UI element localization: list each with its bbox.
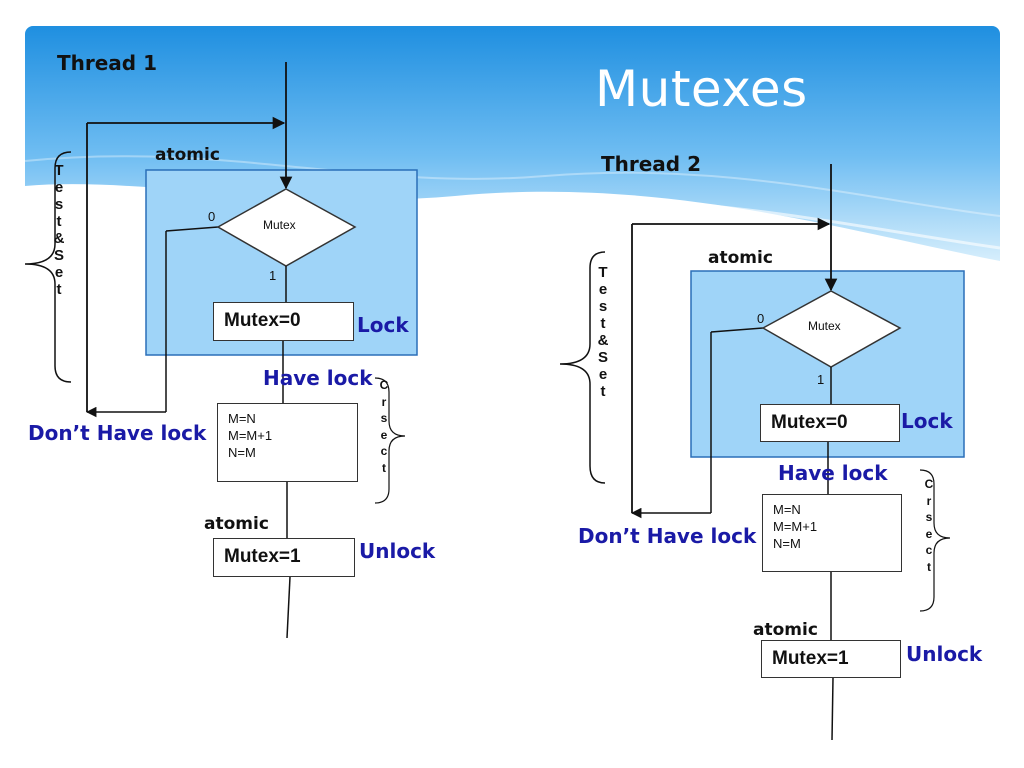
thread2-test-set-letter: e <box>598 366 608 383</box>
thread2-critical-section-letter: s <box>925 510 933 524</box>
thread1-critical-section-letter: e <box>380 427 388 442</box>
thread2-critical-section-brace <box>919 469 951 612</box>
thread2-test-set-brace <box>559 251 606 484</box>
thread1-test-set-label: T e s t & S e t <box>52 162 66 298</box>
thread1-code-line: M=M+1 <box>228 428 273 443</box>
thread2-test-set-letter: & <box>597 332 609 349</box>
sky-background <box>25 26 1000 261</box>
thread1-unlock-box-text: Mutex=1 <box>224 546 301 567</box>
thread1-test-set-letter: e <box>54 264 64 281</box>
thread1-decision-label: Mutex <box>263 218 296 232</box>
thread1-unlock-box: Mutex=1 <box>213 538 355 577</box>
slide-title: Mutexes <box>595 60 808 118</box>
thread1-test-set-brace <box>25 151 72 383</box>
thread2-critical-section-box: M=N M=M+1 N=M <box>762 494 902 572</box>
thread2-unlock-label: Unlock <box>906 642 983 666</box>
thread2-code-line: M=N <box>773 502 801 517</box>
thread2-decision-label: Mutex <box>808 319 841 333</box>
thread2-critical-section-label: C r s e c t <box>923 476 935 575</box>
thread2-unlock-box-text: Mutex=1 <box>772 648 849 669</box>
thread2-test-set-letter: e <box>598 281 608 298</box>
thread1-critical-section-letter: r <box>381 394 387 409</box>
thread2-unlock-box: Mutex=1 <box>761 640 901 678</box>
thread1-code-line: M=N <box>228 411 256 426</box>
thread2-exit-line <box>831 677 834 740</box>
thread1-branch-zero-label: 0 <box>208 209 216 224</box>
thread2-critical-section-letter: r <box>926 493 932 508</box>
thread1-lock-label: Lock <box>357 313 409 337</box>
thread2-zero-branch-horizontal <box>710 327 764 333</box>
thread2-code-line: N=M <box>773 536 801 551</box>
thread1-lock-box: Mutex=0 <box>213 302 354 341</box>
thread1-critical-section-letter: t <box>382 460 386 475</box>
thread1-critical-section-letter: s <box>380 411 388 425</box>
thread2-have-lock-label: Have lock <box>778 461 888 485</box>
thread1-dont-have-lock-label: Don’t Have lock <box>28 421 207 445</box>
thread2-critical-section-letter: c <box>925 543 933 557</box>
slide: Mutexes Thread 1 atomic T e s t & S e t … <box>25 26 1000 740</box>
thread2-branch-one-label: 1 <box>817 372 825 387</box>
thread1-critical-section-letter: c <box>380 444 388 458</box>
thread1-exit-line <box>286 576 291 639</box>
thread1-atomic-top-label: atomic <box>155 145 220 165</box>
thread1-critical-section-box: M=N M=M+1 N=M <box>217 403 358 482</box>
thread2-label: Thread 2 <box>601 152 701 176</box>
thread2-test-set-letter: t <box>600 315 606 332</box>
mutex-diagram <box>25 26 1000 740</box>
thread1-unlock-label: Unlock <box>359 539 436 563</box>
thread1-code-line: N=M <box>228 445 256 460</box>
thread1-test-set-letter: S <box>53 247 64 264</box>
thread2-code-line: M=M+1 <box>773 519 818 534</box>
thread2-lock-label: Lock <box>901 409 953 433</box>
thread1-test-set-letter: e <box>54 179 64 196</box>
thread2-critical-section-letter: e <box>925 526 933 541</box>
thread1-zero-branch-horizontal <box>165 226 219 232</box>
thread2-critical-section-letter: C <box>924 477 934 491</box>
thread2-lock-box: Mutex=0 <box>760 404 900 442</box>
thread2-critical-section-letter: t <box>927 559 931 574</box>
thread2-test-set-letter: T <box>598 264 608 281</box>
thread2-atomic-bottom-label: atomic <box>753 620 818 640</box>
thread2-atomic-top-label: atomic <box>708 248 773 268</box>
thread2-test-set-letter: s <box>598 298 608 315</box>
thread1-test-set-letter: s <box>54 196 64 213</box>
thread1-atomic-bottom-label: atomic <box>204 514 269 534</box>
thread2-dont-have-lock-label: Don’t Have lock <box>578 524 757 548</box>
thread1-branch-one-label: 1 <box>269 268 277 283</box>
thread2-branch-zero-label: 0 <box>757 311 765 326</box>
thread1-test-set-letter: T <box>54 162 64 179</box>
thread2-lock-box-text: Mutex=0 <box>771 412 848 433</box>
thread1-have-lock-label: Have lock <box>263 366 373 390</box>
thread1-test-set-letter: t <box>56 281 62 298</box>
sky-wave <box>25 155 1000 217</box>
thread1-critical-section-label: C r s e c t <box>378 377 390 476</box>
thread1-critical-section-brace <box>374 377 406 504</box>
thread2-code-block: M=N M=M+1 N=M <box>773 501 817 552</box>
thread1-critical-section-letter: C <box>379 378 389 392</box>
thread1-test-set-letter: & <box>53 230 65 247</box>
thread1-test-set-letter: t <box>56 213 62 230</box>
thread1-label: Thread 1 <box>57 51 157 75</box>
thread1-lock-box-text: Mutex=0 <box>224 310 301 331</box>
thread2-test-set-label: T e s t & S e t <box>596 264 610 400</box>
thread1-code-block: M=N M=M+1 N=M <box>228 410 272 461</box>
thread2-test-set-letter: t <box>600 383 606 400</box>
thread2-test-set-letter: S <box>597 349 608 366</box>
